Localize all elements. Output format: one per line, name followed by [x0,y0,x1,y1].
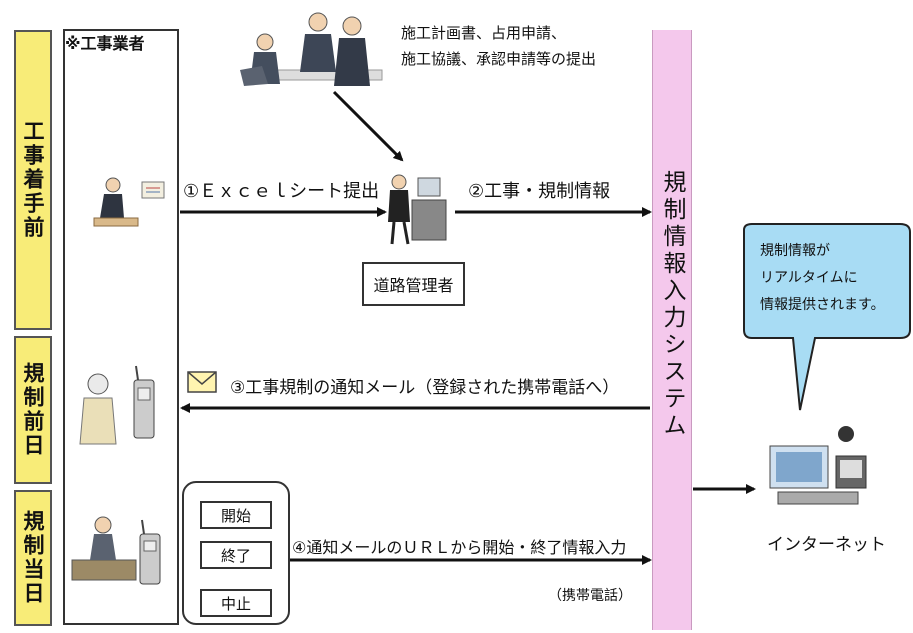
meeting-note: 施工計画書、占用申請、 施工協議、承認申請等の提出 [401,20,596,72]
step1-label: ①Ｅｘｃｅｌシート提出 [183,181,380,202]
road-manager-label: 道路管理者 [373,276,454,295]
phase-day-before: 規制前日 [14,336,52,484]
system-bar: 規制情報入力システム [652,30,692,630]
bubble-line-1: 規制情報が [760,243,830,259]
step2-label: ②工事・規制情報 [468,181,611,202]
step4-sub-label: （携帯電話） [548,588,632,604]
bubble-line-3: 情報提供されます。 [760,297,885,313]
info-bubble [743,223,911,411]
meeting-note-line-2: 施工協議、承認申請等の提出 [401,50,597,68]
worker-site-phone-icon [71,516,161,585]
road-manager-icon [388,174,447,245]
meeting-people-icon [240,12,383,86]
phase-day-before-label: 規制前日 [21,362,45,458]
step3-label: ③工事規制の通知メール（登録された携帯電話へ） [230,378,620,398]
road-manager-box: 道路管理者 [362,262,465,306]
meeting-note-line-1: 施工計画書、占用申請、 [401,24,567,42]
bubble-line-2: リアルタイムに [760,270,858,286]
bubble-text: 規制情報が リアルタイムに 情報提供されます。 [760,238,885,319]
step4-label: ④通知メールのＵＲＬから開始・終了情報入力 [292,538,627,557]
contractor-column [63,29,179,625]
phase-before-label: 工事着手前 [21,120,45,240]
phase-same-day: 規制当日 [14,490,52,626]
phase-same-day-label: 規制当日 [21,510,45,606]
internet-label: インターネット [767,535,886,555]
start-button[interactable]: 開始 [200,501,272,529]
worker-phone-icon [79,365,155,445]
action-button-group: 開始 終了 中止 [182,481,290,625]
arrow-meeting-to-manager [332,90,404,162]
internet-computer-icon [769,426,867,505]
contractor-label: ※工事業者 [65,34,145,53]
end-button[interactable]: 終了 [200,541,272,569]
contractor-desk-icon [93,177,165,227]
cancel-button[interactable]: 中止 [200,589,272,617]
mail-icon [187,371,217,393]
phase-before: 工事着手前 [14,30,52,330]
system-label: 規制情報入力システム [659,170,685,440]
